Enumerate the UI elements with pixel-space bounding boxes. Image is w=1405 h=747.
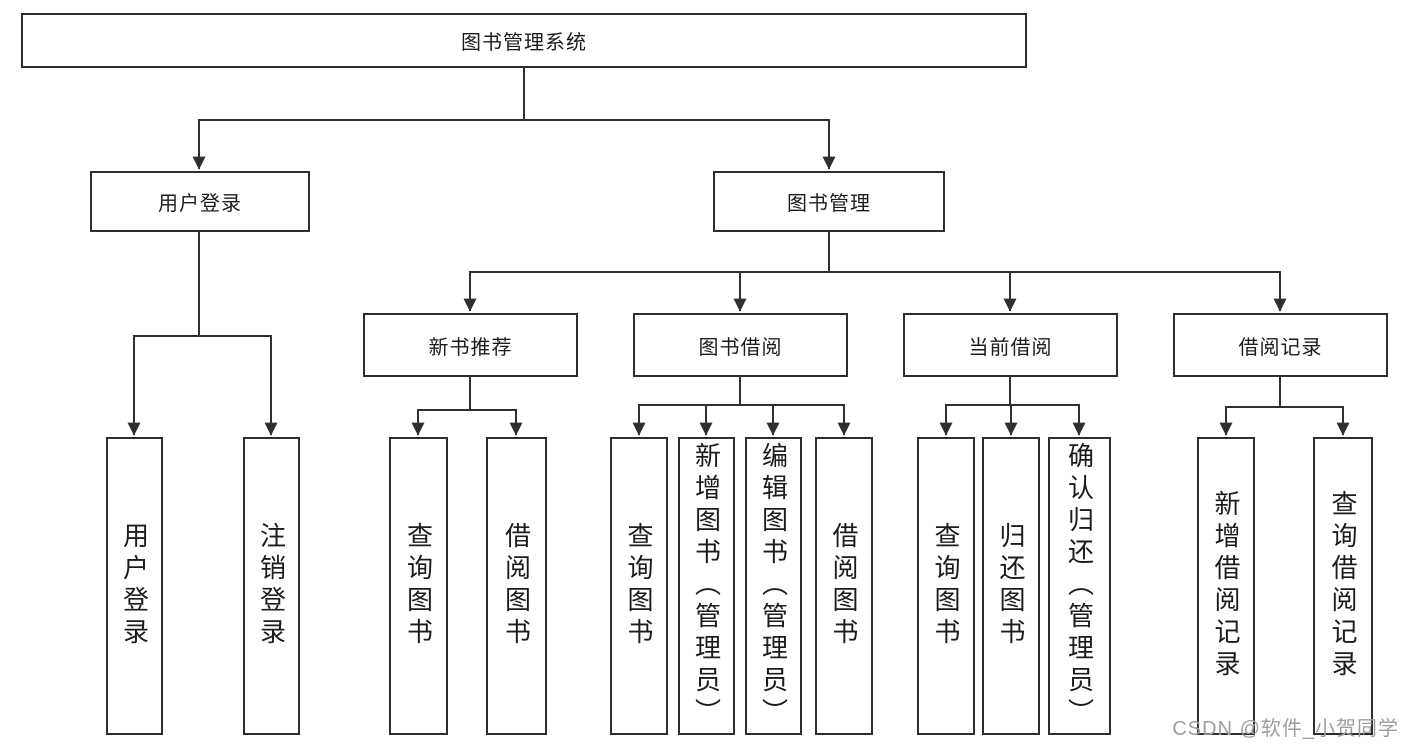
leaf-query-books-recommend-label: 查询图书 [403, 522, 434, 650]
leaf-logout-label: 注销登录 [256, 522, 287, 650]
leaf-return-book-label: 归还图书 [996, 522, 1026, 650]
node-new-book-recommend: 新书推荐 [363, 313, 578, 377]
leaf-user-login: 用户登录 [106, 437, 163, 735]
node-current-borrow: 当前借阅 [903, 313, 1118, 377]
leaf-edit-book-admin-label: 编辑图书（管理员） [758, 442, 789, 730]
node-book-borrow: 图书借阅 [633, 313, 848, 377]
leaf-borrow-books: 借阅图书 [815, 437, 873, 735]
node-borrow-records: 借阅记录 [1173, 313, 1388, 377]
leaf-add-book-admin: 新增图书（管理员） [678, 437, 735, 735]
leaf-add-borrow-record-label: 新增借阅记录 [1211, 490, 1241, 682]
leaf-query-books-recommend: 查询图书 [389, 437, 448, 735]
node-library-management-system: 图书管理系统 [21, 13, 1027, 68]
node-book-management: 图书管理 [713, 171, 945, 232]
leaf-borrow-books-recommend: 借阅图书 [486, 437, 547, 735]
watermark: CSDN @软件_小贺同学 [1172, 718, 1399, 740]
leaf-confirm-return-admin: 确认归还（管理员） [1048, 437, 1111, 735]
leaf-borrow-books-label: 借阅图书 [829, 522, 859, 650]
leaf-query-books-current-label: 查询图书 [931, 522, 961, 650]
leaf-edit-book-admin: 编辑图书（管理员） [745, 437, 802, 735]
leaf-confirm-return-admin-label: 确认归还（管理员） [1064, 442, 1095, 730]
leaf-user-login-label: 用户登录 [119, 522, 150, 650]
node-user-login: 用户登录 [90, 171, 310, 232]
leaf-query-borrow-record: 查询借阅记录 [1313, 437, 1373, 735]
leaf-return-book: 归还图书 [982, 437, 1040, 735]
leaf-query-borrow-record-label: 查询借阅记录 [1328, 490, 1358, 682]
leaf-add-book-admin-label: 新增图书（管理员） [691, 442, 722, 730]
leaf-query-books-current: 查询图书 [917, 437, 975, 735]
leaf-logout: 注销登录 [243, 437, 300, 735]
leaf-borrow-books-recommend-label: 借阅图书 [501, 522, 532, 650]
leaf-query-books-borrow: 查询图书 [610, 437, 668, 735]
leaf-add-borrow-record: 新增借阅记录 [1197, 437, 1255, 735]
leaf-query-books-borrow-label: 查询图书 [624, 522, 654, 650]
